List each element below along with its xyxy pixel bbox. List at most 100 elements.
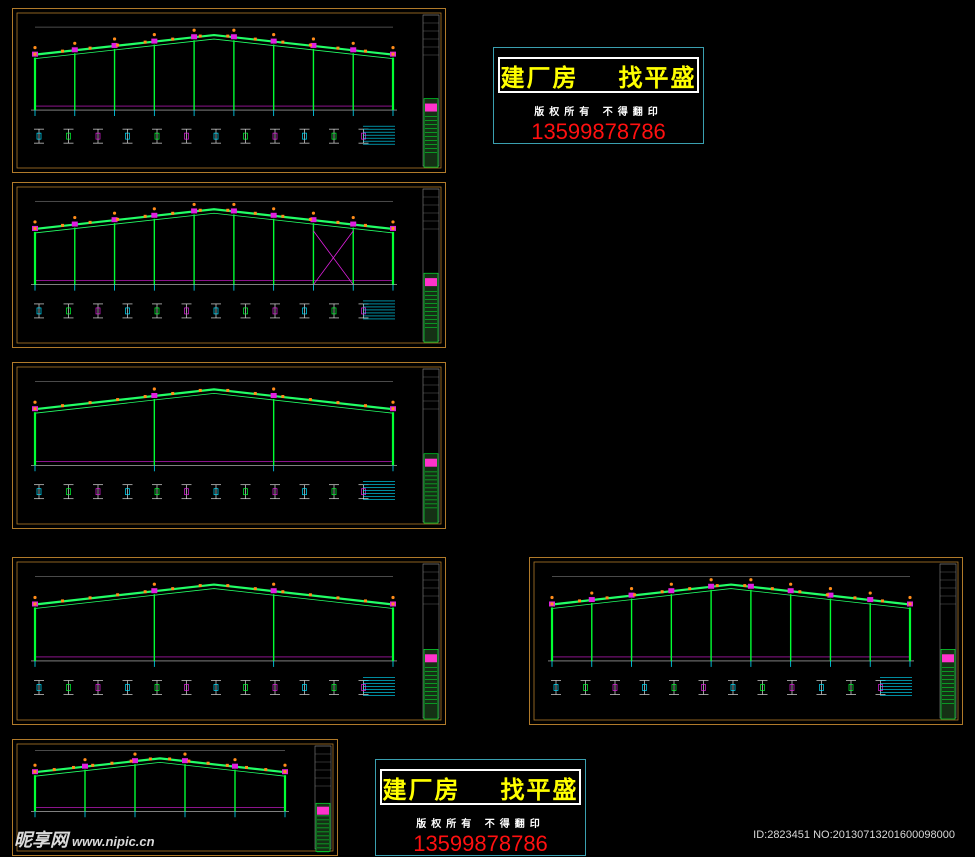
purlin-marker bbox=[336, 220, 340, 224]
purlin-marker bbox=[825, 593, 829, 597]
purlin-marker bbox=[61, 404, 65, 408]
grid-bubble bbox=[83, 758, 87, 762]
detail-symbol bbox=[152, 128, 162, 144]
detail-symbol bbox=[211, 303, 221, 319]
title-block-green bbox=[423, 98, 439, 168]
drawing-sheet-3[interactable] bbox=[12, 362, 446, 529]
title-block-green bbox=[940, 649, 956, 720]
detail-symbol bbox=[240, 680, 251, 695]
detail-symbol bbox=[152, 484, 162, 500]
purlin-marker bbox=[143, 40, 147, 44]
detail-symbol bbox=[93, 128, 103, 144]
detail-symbol bbox=[240, 484, 251, 500]
detail-symbol bbox=[211, 680, 221, 695]
grid-bubble bbox=[192, 202, 196, 207]
column-cap bbox=[151, 393, 158, 398]
grid-bubble bbox=[908, 595, 912, 600]
title-block-pink bbox=[425, 458, 437, 467]
purlin-marker bbox=[336, 596, 340, 600]
drawing-sheet-4[interactable] bbox=[12, 557, 446, 725]
column-cap bbox=[111, 217, 118, 223]
purlin-marker bbox=[253, 391, 257, 395]
column-cap bbox=[191, 34, 198, 40]
detail-symbol bbox=[211, 128, 221, 144]
purlin-marker bbox=[281, 395, 285, 399]
detail-symbol bbox=[329, 680, 339, 695]
purlin-marker bbox=[171, 37, 175, 41]
rafter bbox=[34, 583, 394, 606]
rafter-flange bbox=[34, 212, 394, 234]
rafter bbox=[34, 388, 394, 411]
detail-symbol bbox=[757, 680, 768, 695]
grid-bubble bbox=[391, 595, 395, 600]
purlin-marker bbox=[225, 763, 229, 767]
purlin-marker bbox=[391, 226, 395, 230]
purlin-marker bbox=[743, 584, 747, 588]
column-cap bbox=[628, 592, 635, 598]
column-cap bbox=[71, 221, 78, 227]
column-cap bbox=[708, 583, 715, 589]
detail-symbol bbox=[122, 680, 133, 695]
detail-symbol bbox=[299, 303, 310, 319]
drawing-sheet-6[interactable] bbox=[12, 739, 338, 856]
purlin-marker bbox=[171, 587, 175, 591]
detail-symbol bbox=[639, 680, 650, 695]
drawing-sheet-1[interactable] bbox=[12, 8, 446, 173]
detail-symbol bbox=[181, 303, 192, 319]
stamp-title-left: 建厂房 bbox=[500, 62, 579, 92]
purlin-marker bbox=[391, 602, 395, 606]
purlin-marker bbox=[33, 226, 37, 230]
purlin-marker bbox=[116, 217, 120, 221]
image-id: ID:2823451 NO:20130713201600098000 bbox=[753, 829, 955, 841]
grid-bubble bbox=[33, 400, 37, 404]
drawing-sheet-2[interactable] bbox=[12, 182, 446, 348]
stamp-title-right: 找平盛 bbox=[618, 62, 697, 92]
column-cap bbox=[82, 763, 88, 769]
stamp-title-right: 找平盛 bbox=[500, 774, 579, 804]
cad-drawing bbox=[16, 366, 442, 525]
column-cap bbox=[588, 597, 595, 603]
column-cap bbox=[270, 38, 277, 44]
stamp-title-left: 建厂房 bbox=[382, 774, 461, 804]
grid-bubble bbox=[669, 582, 673, 586]
purlin-marker bbox=[110, 761, 114, 765]
stamp-phone: 13599878786 bbox=[531, 119, 666, 144]
column-cap bbox=[151, 588, 158, 594]
rafter bbox=[34, 208, 394, 231]
purlin-marker bbox=[363, 223, 367, 227]
column-cap bbox=[270, 588, 277, 594]
title-block-pink bbox=[425, 278, 437, 287]
purlin-marker bbox=[143, 590, 147, 594]
detail-symbol bbox=[846, 680, 856, 695]
rafter-flange bbox=[34, 392, 394, 414]
title-block-pink bbox=[317, 806, 329, 815]
purlin-marker bbox=[143, 214, 147, 218]
purlin-marker bbox=[308, 43, 312, 47]
purlin-marker bbox=[226, 208, 230, 212]
copyright-stamp-1: 建厂房 找平盛 版权所有 不得翻印 13599878786 bbox=[493, 47, 704, 144]
detail-symbol bbox=[93, 303, 103, 319]
purlin-marker bbox=[336, 46, 340, 50]
purlin-marker bbox=[33, 602, 37, 606]
purlin-marker bbox=[88, 46, 92, 50]
purlin-marker bbox=[88, 401, 92, 405]
purlin-marker bbox=[226, 584, 230, 588]
detail-symbol bbox=[698, 680, 709, 695]
detail-symbol bbox=[63, 128, 74, 144]
purlin-marker bbox=[198, 34, 202, 38]
purlin-marker bbox=[391, 407, 395, 411]
grid-bubble bbox=[391, 46, 395, 50]
grid-bubble bbox=[133, 752, 137, 756]
purlin-marker bbox=[129, 759, 133, 763]
inner-frame bbox=[533, 561, 959, 721]
title-block-pink bbox=[425, 654, 437, 663]
purlin-marker bbox=[88, 220, 92, 224]
purlin-marker bbox=[715, 584, 719, 588]
purlin-marker bbox=[198, 584, 202, 588]
purlin-marker bbox=[253, 37, 257, 41]
column-cap bbox=[232, 763, 238, 769]
grid-bubble bbox=[73, 41, 77, 45]
column-cap bbox=[310, 42, 317, 48]
drawing-sheet-5[interactable] bbox=[529, 557, 963, 725]
grid-bubble bbox=[112, 211, 117, 215]
